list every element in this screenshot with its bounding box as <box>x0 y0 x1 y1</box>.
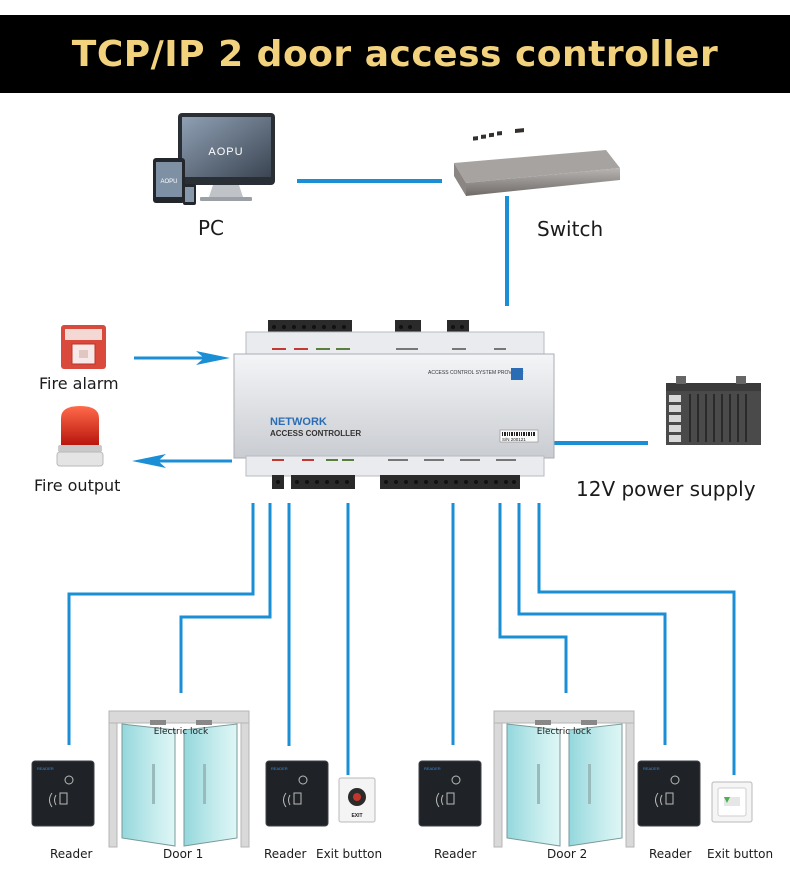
arrow-fire-alarm <box>134 351 230 365</box>
pc-icon: AOPU AOPU <box>153 113 275 205</box>
controller-line1: NETWORK <box>270 416 327 428</box>
bottom-label-door-1: Door 1 <box>163 847 204 861</box>
fire-beacon-icon <box>56 406 104 467</box>
top-terminals <box>268 320 469 334</box>
svg-text:READER: READER <box>271 766 288 771</box>
switch-label: Switch <box>537 217 604 241</box>
svg-text:READER: READER <box>424 766 441 771</box>
controller-line2: ACCESS CONTROLLER <box>270 429 361 438</box>
reader-2-icon: READER <box>265 760 329 827</box>
bottom-label-exit-2: Exit button <box>707 847 774 861</box>
power-supply-label: 12V power supply <box>576 477 756 501</box>
tablet-screen-text: AOPU <box>160 179 177 185</box>
controller-serial: S/N 200121 <box>502 437 526 442</box>
fire-alarm-label: Fire alarm <box>39 374 119 393</box>
door1-icon <box>108 710 250 848</box>
access-controller-device: NETWORK ACCESS CONTROLLER ACCESS CONTROL… <box>233 320 555 489</box>
exit-button-2-icon <box>711 781 753 823</box>
bottom-label-reader-3: Reader <box>434 847 477 861</box>
controller-badge: ACCESS CONTROL SYSTEM PROVIDER <box>428 370 524 376</box>
svg-text:READER: READER <box>643 766 660 771</box>
bottom-label-reader-4: Reader <box>649 847 692 861</box>
page-title: TCP/IP 2 door access controller <box>71 33 719 75</box>
bottom-label-reader-2: Reader <box>264 847 307 861</box>
reader-1-icon: READER <box>31 760 95 827</box>
electric-lock-label-2: Electric lock <box>537 727 592 737</box>
fire-alarm-icon <box>61 325 106 369</box>
bottom-terminals <box>272 475 520 489</box>
exit-button-1-icon: EXIT <box>338 777 376 823</box>
door2-icon <box>493 710 635 848</box>
power-supply-icon <box>666 376 761 445</box>
bottom-label-exit-1: Exit button <box>316 847 383 861</box>
reader-3-icon: READER <box>418 760 482 827</box>
bottom-label-door-2: Door 2 <box>547 847 588 861</box>
bottom-label-reader-1: Reader <box>50 847 93 861</box>
pc-label: PC <box>198 216 225 240</box>
wires-door2 <box>451 503 736 775</box>
fire-output-label: Fire output <box>34 476 121 495</box>
arrow-fire-output <box>132 454 232 468</box>
svg-text:READER: READER <box>37 766 54 771</box>
title-banner: TCP/IP 2 door access controller <box>0 15 790 93</box>
electric-lock-label-1: Electric lock <box>154 727 209 737</box>
controller-logo <box>511 368 523 380</box>
svg-text:EXIT: EXIT <box>351 813 362 819</box>
wires-door1 <box>67 503 350 775</box>
pc-screen-text: AOPU <box>208 146 243 158</box>
reader-4-icon: READER <box>637 760 701 827</box>
network-switch-icon <box>454 128 620 196</box>
